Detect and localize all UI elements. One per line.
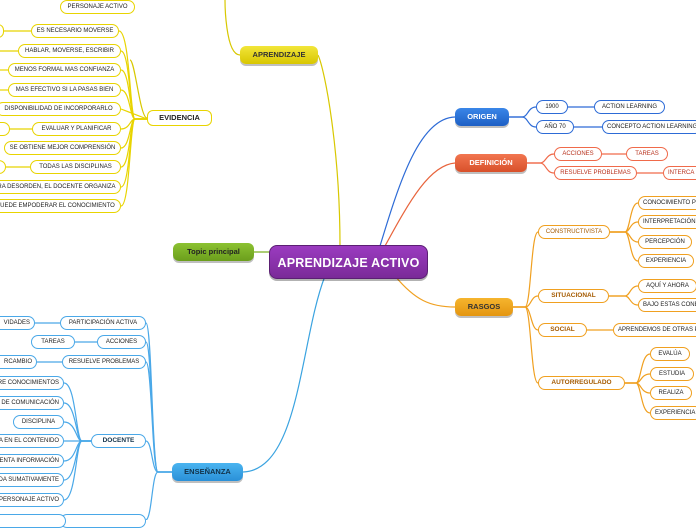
evidencia-item[interactable]: ES NECESARIO MOVERSE — [31, 24, 119, 38]
constructivista-item[interactable]: PERCEPCIÓN — [638, 235, 692, 249]
autorregulado-item[interactable]: REALIZA — [650, 386, 692, 400]
origen-year[interactable]: 1900 — [536, 100, 568, 114]
origen-concept[interactable]: ACTION LEARNING — [594, 100, 665, 114]
docente-item[interactable]: PERSONAJE ACTIVO — [0, 493, 64, 507]
evidencia-item[interactable]: MENOS FORMAL MAS CONFIANZA — [8, 63, 121, 77]
branch-topic-principal[interactable]: Topic principal — [173, 243, 254, 261]
root-topic[interactable]: APRENDIZAJE ACTIVO — [269, 245, 428, 279]
autorregulado-item[interactable]: EVALÚA — [650, 347, 690, 361]
rasgo-constructivista[interactable]: CONSTRUCTIVISTA — [538, 225, 610, 239]
evidencia-item[interactable]: MAS EFECTIVO SI LA PASAS BIEN — [8, 83, 121, 97]
evidencia-item[interactable]: HABLAR, MOVERSE, ESCRIBIR — [18, 44, 121, 58]
definicion-resuelve[interactable]: RESUELVE PROBLEMAS — [554, 166, 637, 180]
branch-evidencia[interactable]: EVIDENCIA — [147, 110, 212, 126]
aprendizaje-item[interactable]: PERSONAJE ACTIVO — [60, 0, 135, 14]
constructivista-item[interactable]: CONOCIMIENTO P — [638, 196, 696, 210]
definicion-acciones[interactable]: ACCIONES — [554, 147, 602, 161]
branch-definicion[interactable]: DEFINICIÓN — [455, 154, 527, 172]
docente-item[interactable]: RE CONOCIMIENTOS — [0, 376, 64, 390]
evidencia-item[interactable]: RA DESORDEN, EL DOCENTE ORGANIZA — [0, 180, 121, 194]
definicion-tareas[interactable]: TAREAS — [626, 147, 668, 161]
evidencia-subitem[interactable] — [0, 122, 10, 136]
branch-ensenanza[interactable]: ENSEÑANZA — [172, 463, 243, 481]
ensenanza-acciones-child[interactable]: TAREAS — [31, 335, 75, 349]
evidencia-item[interactable]: PUEDE EMPODERAR EL CONOCIMIENTO — [0, 199, 121, 213]
evidencia-item[interactable]: DISPONIBILIDAD DE INCORPORARLO — [0, 102, 121, 116]
definicion-intercambio[interactable]: INTERCA — [663, 166, 696, 180]
constructivista-item[interactable]: INTERPRETACIÓN — [638, 215, 696, 229]
situacional-item[interactable]: AQUÍ Y AHORA — [638, 279, 696, 293]
evidencia-item[interactable]: EVALUAR Y PLANIFICAR — [32, 122, 121, 136]
ensenanza-acciones[interactable]: ACCIONES — [97, 335, 146, 349]
rasgo-social[interactable]: SOCIAL — [538, 323, 587, 337]
rasgo-situacional[interactable]: SITUACIONAL — [538, 289, 609, 303]
evidencia-item[interactable]: TODAS LAS DISCIPLINAS — [30, 160, 121, 174]
docente-item[interactable]: ENTA INFORMACIÓN — [0, 454, 64, 468]
origen-year[interactable]: AÑO 70 — [536, 120, 574, 134]
ensenanza-resuelve-child[interactable]: RCAMBIO — [0, 355, 37, 369]
situacional-item[interactable]: BAJO ESTAS CONE — [638, 298, 696, 312]
ensenanza-participacion-child[interactable]: VIDADES — [0, 316, 35, 330]
autorregulado-item[interactable]: EXPERIENCIA — [650, 406, 696, 420]
autorregulado-item[interactable]: ESTUDIA — [650, 367, 694, 381]
social-item[interactable]: APRENDEMOS DE OTRAS P — [613, 323, 696, 337]
docente-item[interactable]: DISCIPLINA — [13, 415, 64, 429]
ensenanza-participacion[interactable]: PARTICIPACIÓN ACTIVA — [60, 316, 146, 330]
branch-aprendizaje[interactable]: APRENDIZAJE — [240, 46, 318, 64]
ensenanza-resuelve[interactable]: RESUELVE PROBLEMAS — [62, 355, 146, 369]
ensenanza-docente[interactable]: DOCENTE — [91, 434, 146, 448]
ensenanza-extra-item[interactable] — [60, 514, 146, 528]
docente-item[interactable]: DA SUMATIVAMENTE — [0, 473, 64, 487]
origen-concept[interactable]: CONCEPTO ACTION LEARNING — [602, 120, 696, 134]
evidencia-item[interactable]: SE OBTIENE MEJOR COMPRENSIÓN — [4, 141, 121, 155]
branch-rasgos[interactable]: RASGOS — [455, 298, 513, 316]
docente-item[interactable]: A EN EL CONTENIDO — [0, 434, 64, 448]
branch-origen[interactable]: ORIGEN — [455, 108, 509, 126]
ensenanza-extra-item[interactable] — [0, 514, 66, 528]
rasgo-autorregulado[interactable]: AUTORREGULADO — [538, 376, 625, 390]
constructivista-item[interactable]: EXPERIENCIA — [638, 254, 694, 268]
docente-item[interactable]: DE COMUNICACIÓN — [0, 396, 64, 410]
